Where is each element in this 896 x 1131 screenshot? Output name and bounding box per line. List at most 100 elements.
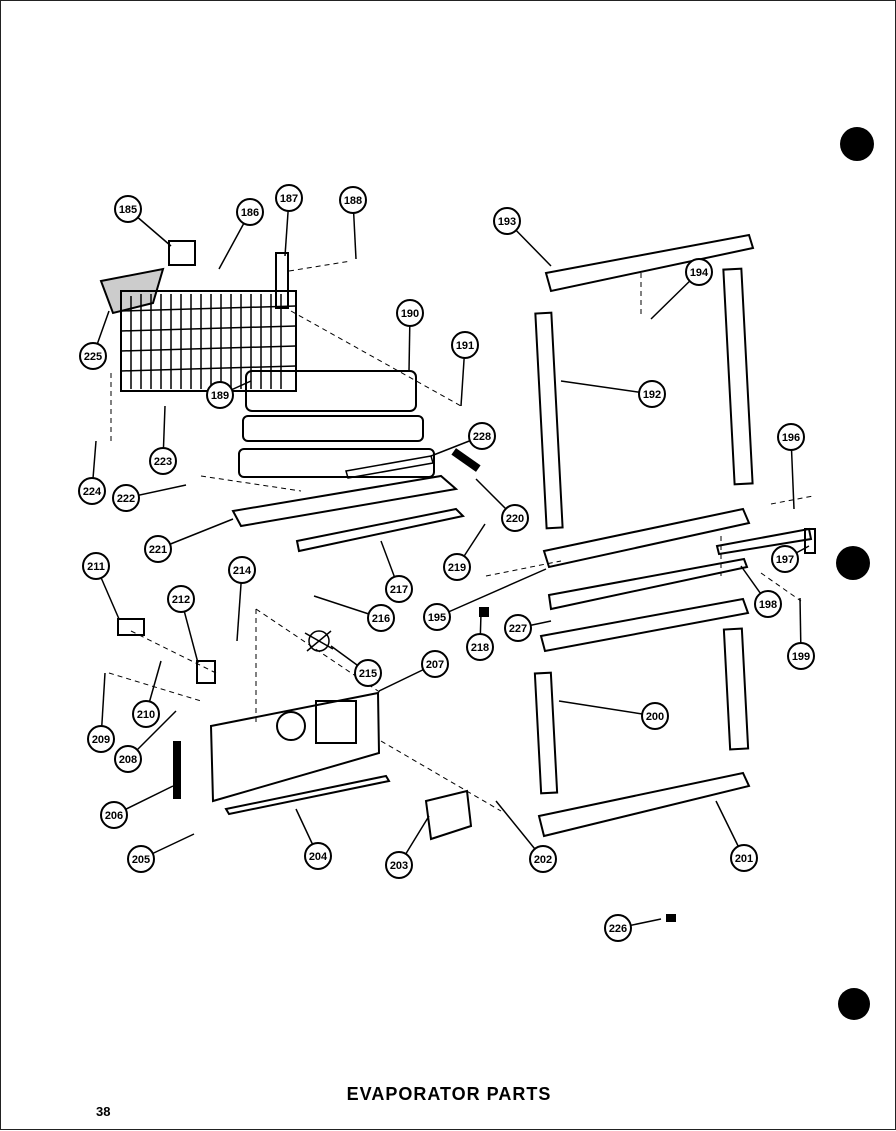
callout-label-197: 197 — [776, 554, 794, 566]
callout-bubble-187 — [275, 184, 303, 212]
callout-bubble-186 — [236, 198, 264, 226]
callout-bubble-190 — [396, 299, 424, 327]
callout-label-207: 207 — [426, 659, 444, 671]
callout-bubble-222 — [112, 484, 140, 512]
callout-label-227: 227 — [509, 623, 527, 635]
callout-label-204: 204 — [309, 851, 328, 863]
callout-bubble-224 — [78, 477, 106, 505]
callout-label-226: 226 — [609, 923, 627, 935]
callout-label-228: 228 — [473, 431, 491, 443]
callout-bubble-206 — [100, 801, 128, 829]
callout-leader-192 — [560, 380, 653, 395]
callout-bubble-209 — [87, 725, 115, 753]
callout-bubble-204 — [304, 842, 332, 870]
callout-bubble-189 — [206, 381, 234, 409]
callout-leader-195 — [436, 568, 547, 618]
callout-bubble-215 — [354, 659, 382, 687]
callout-label-199: 199 — [792, 651, 810, 663]
callout-label-187: 187 — [280, 193, 298, 205]
callout-label-208: 208 — [119, 754, 137, 766]
callout-bubble-199 — [787, 642, 815, 670]
callout-label-222: 222 — [117, 493, 135, 505]
callout-label-205: 205 — [132, 854, 150, 866]
callout-label-217: 217 — [390, 584, 408, 596]
fan-assembly — [117, 607, 676, 922]
callout-bubble-226 — [604, 914, 632, 942]
callout-label-194: 194 — [690, 267, 709, 279]
callout-bubble-191 — [451, 331, 479, 359]
callout-bubble-211 — [82, 552, 110, 580]
callout-label-223: 223 — [154, 456, 172, 468]
callout-label-200: 200 — [646, 711, 664, 723]
callout-bubble-217 — [385, 575, 413, 603]
callout-bubble-196 — [777, 423, 805, 451]
binder-hole-top — [840, 127, 874, 161]
callout-bubble-198 — [754, 590, 782, 618]
callout-bubble-228 — [468, 422, 496, 450]
callout-label-195: 195 — [428, 612, 446, 624]
callout-bubble-202 — [529, 845, 557, 873]
callout-label-218: 218 — [471, 642, 489, 654]
callout-label-198: 198 — [759, 599, 777, 611]
callout-bubble-195 — [423, 603, 451, 631]
callout-bubble-210 — [132, 700, 160, 728]
callout-label-186: 186 — [241, 207, 259, 219]
callout-bubble-203 — [385, 851, 413, 879]
callout-label-196: 196 — [782, 432, 800, 444]
callout-bubble-218 — [466, 633, 494, 661]
callout-bubble-225 — [79, 342, 107, 370]
callout-label-220: 220 — [506, 513, 524, 525]
callout-label-191: 191 — [456, 340, 474, 352]
callout-bubble-214 — [228, 556, 256, 584]
callout-bubble-197 — [771, 545, 799, 573]
callout-bubble-208 — [114, 745, 142, 773]
callout-label-210: 210 — [137, 709, 155, 721]
callout-label-188: 188 — [344, 195, 362, 207]
callout-label-212: 212 — [172, 594, 190, 606]
callout-bubble-188 — [339, 186, 367, 214]
callout-label-192: 192 — [643, 389, 661, 401]
callout-label-206: 206 — [105, 810, 123, 822]
callout-bubble-221 — [144, 535, 172, 563]
callout-label-225: 225 — [84, 351, 102, 363]
binder-hole-middle — [836, 546, 870, 580]
callout-label-203: 203 — [390, 860, 408, 872]
callout-label-185: 185 — [119, 204, 137, 216]
page-number: 38 — [96, 1104, 111, 1119]
callout-bubble-194 — [685, 258, 713, 286]
callout-bubble-220 — [501, 504, 529, 532]
callout-bubble-193 — [493, 207, 521, 235]
callout-bubble-201 — [730, 844, 758, 872]
callout-label-214: 214 — [233, 565, 252, 577]
callout-label-219: 219 — [448, 562, 466, 574]
callout-bubble-227 — [504, 614, 532, 642]
callout-label-201: 201 — [735, 853, 753, 865]
callout-label-224: 224 — [83, 486, 102, 498]
callout-label-202: 202 — [534, 854, 552, 866]
callout-leader-200 — [558, 700, 656, 717]
callout-label-216: 216 — [372, 613, 390, 625]
defrost-heaters — [238, 370, 435, 478]
callout-bubble-216 — [367, 604, 395, 632]
callout-label-189: 189 — [211, 390, 229, 402]
callout-label-193: 193 — [498, 216, 516, 228]
callout-bubble-212 — [167, 585, 195, 613]
callout-bubble-192 — [638, 380, 666, 408]
callout-label-221: 221 — [149, 544, 167, 556]
callout-label-209: 209 — [92, 734, 110, 746]
callout-bubble-185 — [114, 195, 142, 223]
callout-bubble-205 — [127, 845, 155, 873]
callout-bubble-223 — [149, 447, 177, 475]
binder-hole-bottom — [838, 988, 870, 1020]
callout-bubble-207 — [421, 650, 449, 678]
callout-bubble-219 — [443, 553, 471, 581]
callout-bubble-200 — [641, 702, 669, 730]
evaporator-coil — [99, 240, 297, 392]
assembly-guide-lines — [108, 260, 814, 812]
callout-label-211: 211 — [87, 561, 105, 573]
liner-frame-parts — [533, 233, 816, 838]
page-title: EVAPORATOR PARTS — [346, 1084, 552, 1104]
